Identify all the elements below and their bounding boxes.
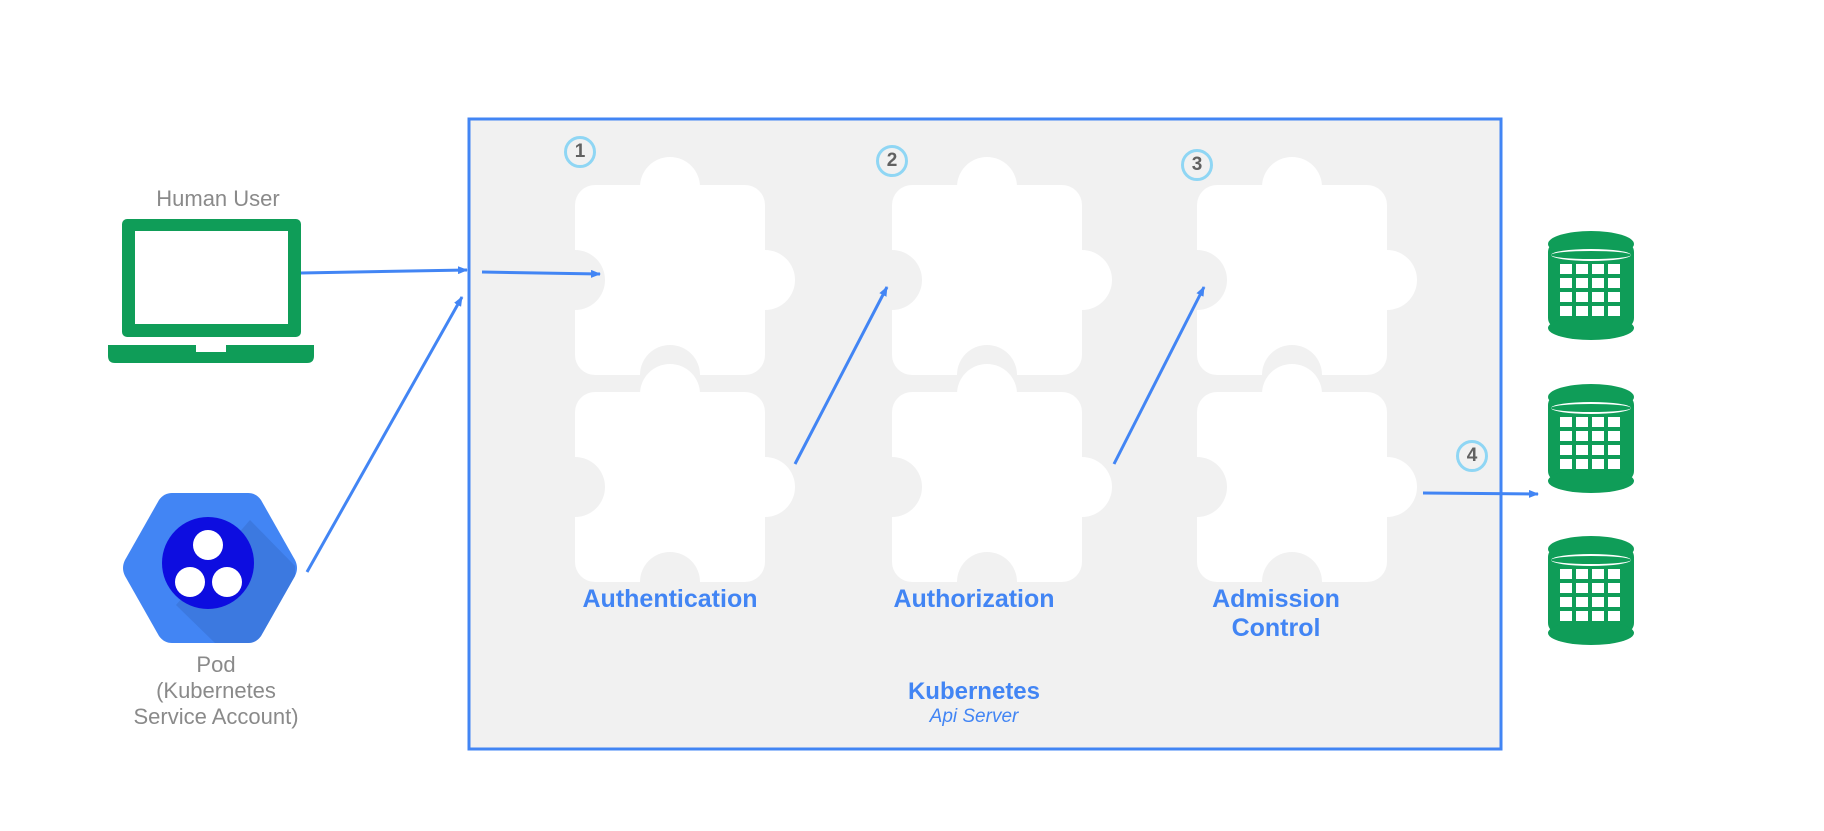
human-user-label: Human User — [118, 186, 318, 212]
puzzle-piece-icon — [1167, 364, 1417, 612]
admission-label-line-2: Control — [1166, 614, 1386, 643]
database-icon — [1548, 231, 1634, 340]
step-badge-4: 4 — [1456, 440, 1488, 472]
pod-label: Pod (Kubernetes Service Account) — [96, 652, 336, 730]
step-badge-3: 3 — [1181, 149, 1213, 181]
pod-hexagon-icon — [123, 493, 297, 643]
server-subtitle: Api Server — [824, 706, 1124, 728]
admission-control-label: Admission Control — [1166, 585, 1386, 643]
authentication-label: Authentication — [560, 585, 780, 614]
arrow-into-authentication — [482, 272, 600, 274]
pod-label-line-2: (Kubernetes — [96, 678, 336, 704]
step-badge-2: 2 — [876, 145, 908, 177]
pod-label-line-3: Service Account) — [96, 704, 336, 730]
arrow-pod-to-server — [307, 297, 462, 572]
arrow-user-to-server — [301, 270, 467, 273]
server-title: Kubernetes — [824, 678, 1124, 706]
api-server-label: Kubernetes Api Server — [824, 678, 1124, 728]
database-icon — [1548, 536, 1634, 645]
database-icon — [1548, 384, 1634, 493]
puzzle-piece-icon — [545, 364, 795, 612]
puzzle-piece-icon — [862, 364, 1112, 612]
pod-label-line-1: Pod — [96, 652, 336, 678]
step-badge-1: 1 — [564, 136, 596, 168]
laptop-icon — [108, 219, 314, 363]
admission-label-line-1: Admission — [1166, 585, 1386, 614]
authorization-label: Authorization — [864, 585, 1084, 614]
arrow-admission-to-storage — [1423, 493, 1538, 494]
